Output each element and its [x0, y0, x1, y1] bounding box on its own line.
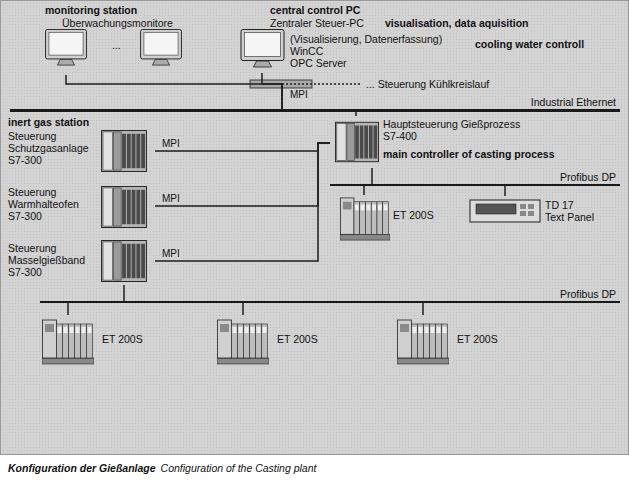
plc-rack — [335, 122, 378, 161]
device-node: ET 200S — [215, 315, 325, 370]
device-label: Überwachungsmonitore — [62, 17, 173, 29]
device-label: Hauptsteuerung Gießprozess — [383, 118, 520, 130]
io-module — [340, 198, 390, 240]
network-connector — [282, 84, 360, 109]
network-connector — [155, 143, 330, 206]
device-label: ET 200S — [102, 333, 143, 345]
gray-ground — [0, 0, 629, 455]
network-connector — [242, 303, 244, 315]
text-panel-device — [470, 200, 540, 222]
device-node: cooling water controll ... Steuerung Kühl… — [360, 38, 620, 92]
device-node: Steuerung Warmhalteofen S7-300 — [5, 182, 155, 230]
device-label: ... Steuerung Kühlkreislauf — [366, 78, 489, 90]
network-connector — [363, 186, 365, 195]
device-label: OPC Server — [290, 57, 347, 69]
device-label: ... — [112, 39, 121, 51]
device-label: WinCC — [290, 45, 323, 57]
caption-translation: Configuration of the Casting plant — [161, 462, 317, 474]
dot-texture — [0, 0, 629, 455]
network-connector — [371, 168, 373, 184]
caption-line: Konfiguration der Gießanlage Configuratio… — [8, 462, 316, 475]
io-module — [217, 320, 269, 364]
english-label: inert gas station — [8, 116, 89, 128]
bus-protocol-label: MPI — [160, 193, 182, 204]
english-label: monitoring station — [45, 4, 137, 16]
panel-frame — [1, 1, 629, 455]
network-connector — [155, 143, 330, 261]
bus-line: Industrial Ethernet — [10, 96, 620, 112]
bus-name: Profibus DP — [560, 171, 616, 183]
bus-protocol-label: MPI — [160, 138, 182, 149]
device-node: inert gas stationSteuerung Schutzgasanla… — [5, 116, 155, 176]
device-node: Steuerung Masselgießband S7-300 — [5, 238, 155, 285]
device-label: Zentraler Steuer-PC — [270, 17, 364, 29]
plc-rack — [102, 186, 147, 227]
network-connector — [123, 285, 125, 301]
bus-name: Industrial Ethernet — [531, 96, 616, 108]
monitor-icon — [46, 29, 87, 65]
device-label: S7-400 — [383, 130, 417, 142]
io-module — [397, 320, 449, 364]
bus-protocol-label: MPI — [160, 248, 182, 259]
pc-monitor-icon — [241, 30, 284, 68]
network-connector — [262, 73, 282, 109]
device-node: TD 17Text Panel — [468, 196, 608, 226]
device-label: TD 17 — [545, 199, 574, 211]
bus-name: Profibus DP — [560, 288, 616, 300]
network-connector — [355, 112, 357, 116]
device-label: ET 200S — [393, 209, 434, 221]
device-label: Steuerung Warmhalteofen S7-300 — [8, 186, 79, 222]
english-label: central control PC — [270, 4, 360, 16]
network-connector — [504, 186, 506, 196]
device-label: (Visualisierung, Datenerfassung) — [290, 33, 442, 45]
io-module — [42, 320, 94, 364]
device-node: ET 200S — [395, 315, 505, 370]
plc-rack — [102, 130, 147, 171]
device-node: ET 200S — [338, 195, 448, 243]
english-label: main controller of casting process — [383, 148, 555, 160]
bus-line: Profibus DP — [330, 170, 620, 186]
device-label: ET 200S — [457, 333, 498, 345]
device-node: Hauptsteuerung GießprozessS7-400 main con… — [330, 116, 620, 168]
figure-caption: Konfiguration der Gießanlage — [8, 462, 156, 474]
device-node: ET 200S — [40, 315, 150, 370]
bus-protocol-label: MPI — [288, 89, 310, 100]
english-label: cooling water controll — [475, 38, 584, 50]
plc-rack — [102, 240, 147, 281]
network-connector — [66, 75, 282, 109]
device-label: Steuerung Schutzgasanlage S7-300 — [8, 130, 89, 166]
monitor-icon — [141, 29, 182, 65]
network-connector — [422, 303, 424, 315]
device-label: ET 200S — [277, 333, 318, 345]
bus-line: Profibus DP — [40, 287, 620, 303]
device-node: monitoring stationÜberwachungsmonitore..… — [40, 3, 200, 75]
network-connector — [67, 303, 69, 315]
english-label: visualisation, data aquisition — [385, 17, 529, 29]
device-label: Steuerung Masselgießband S7-300 — [8, 242, 85, 278]
device-label: Text Panel — [545, 211, 594, 223]
